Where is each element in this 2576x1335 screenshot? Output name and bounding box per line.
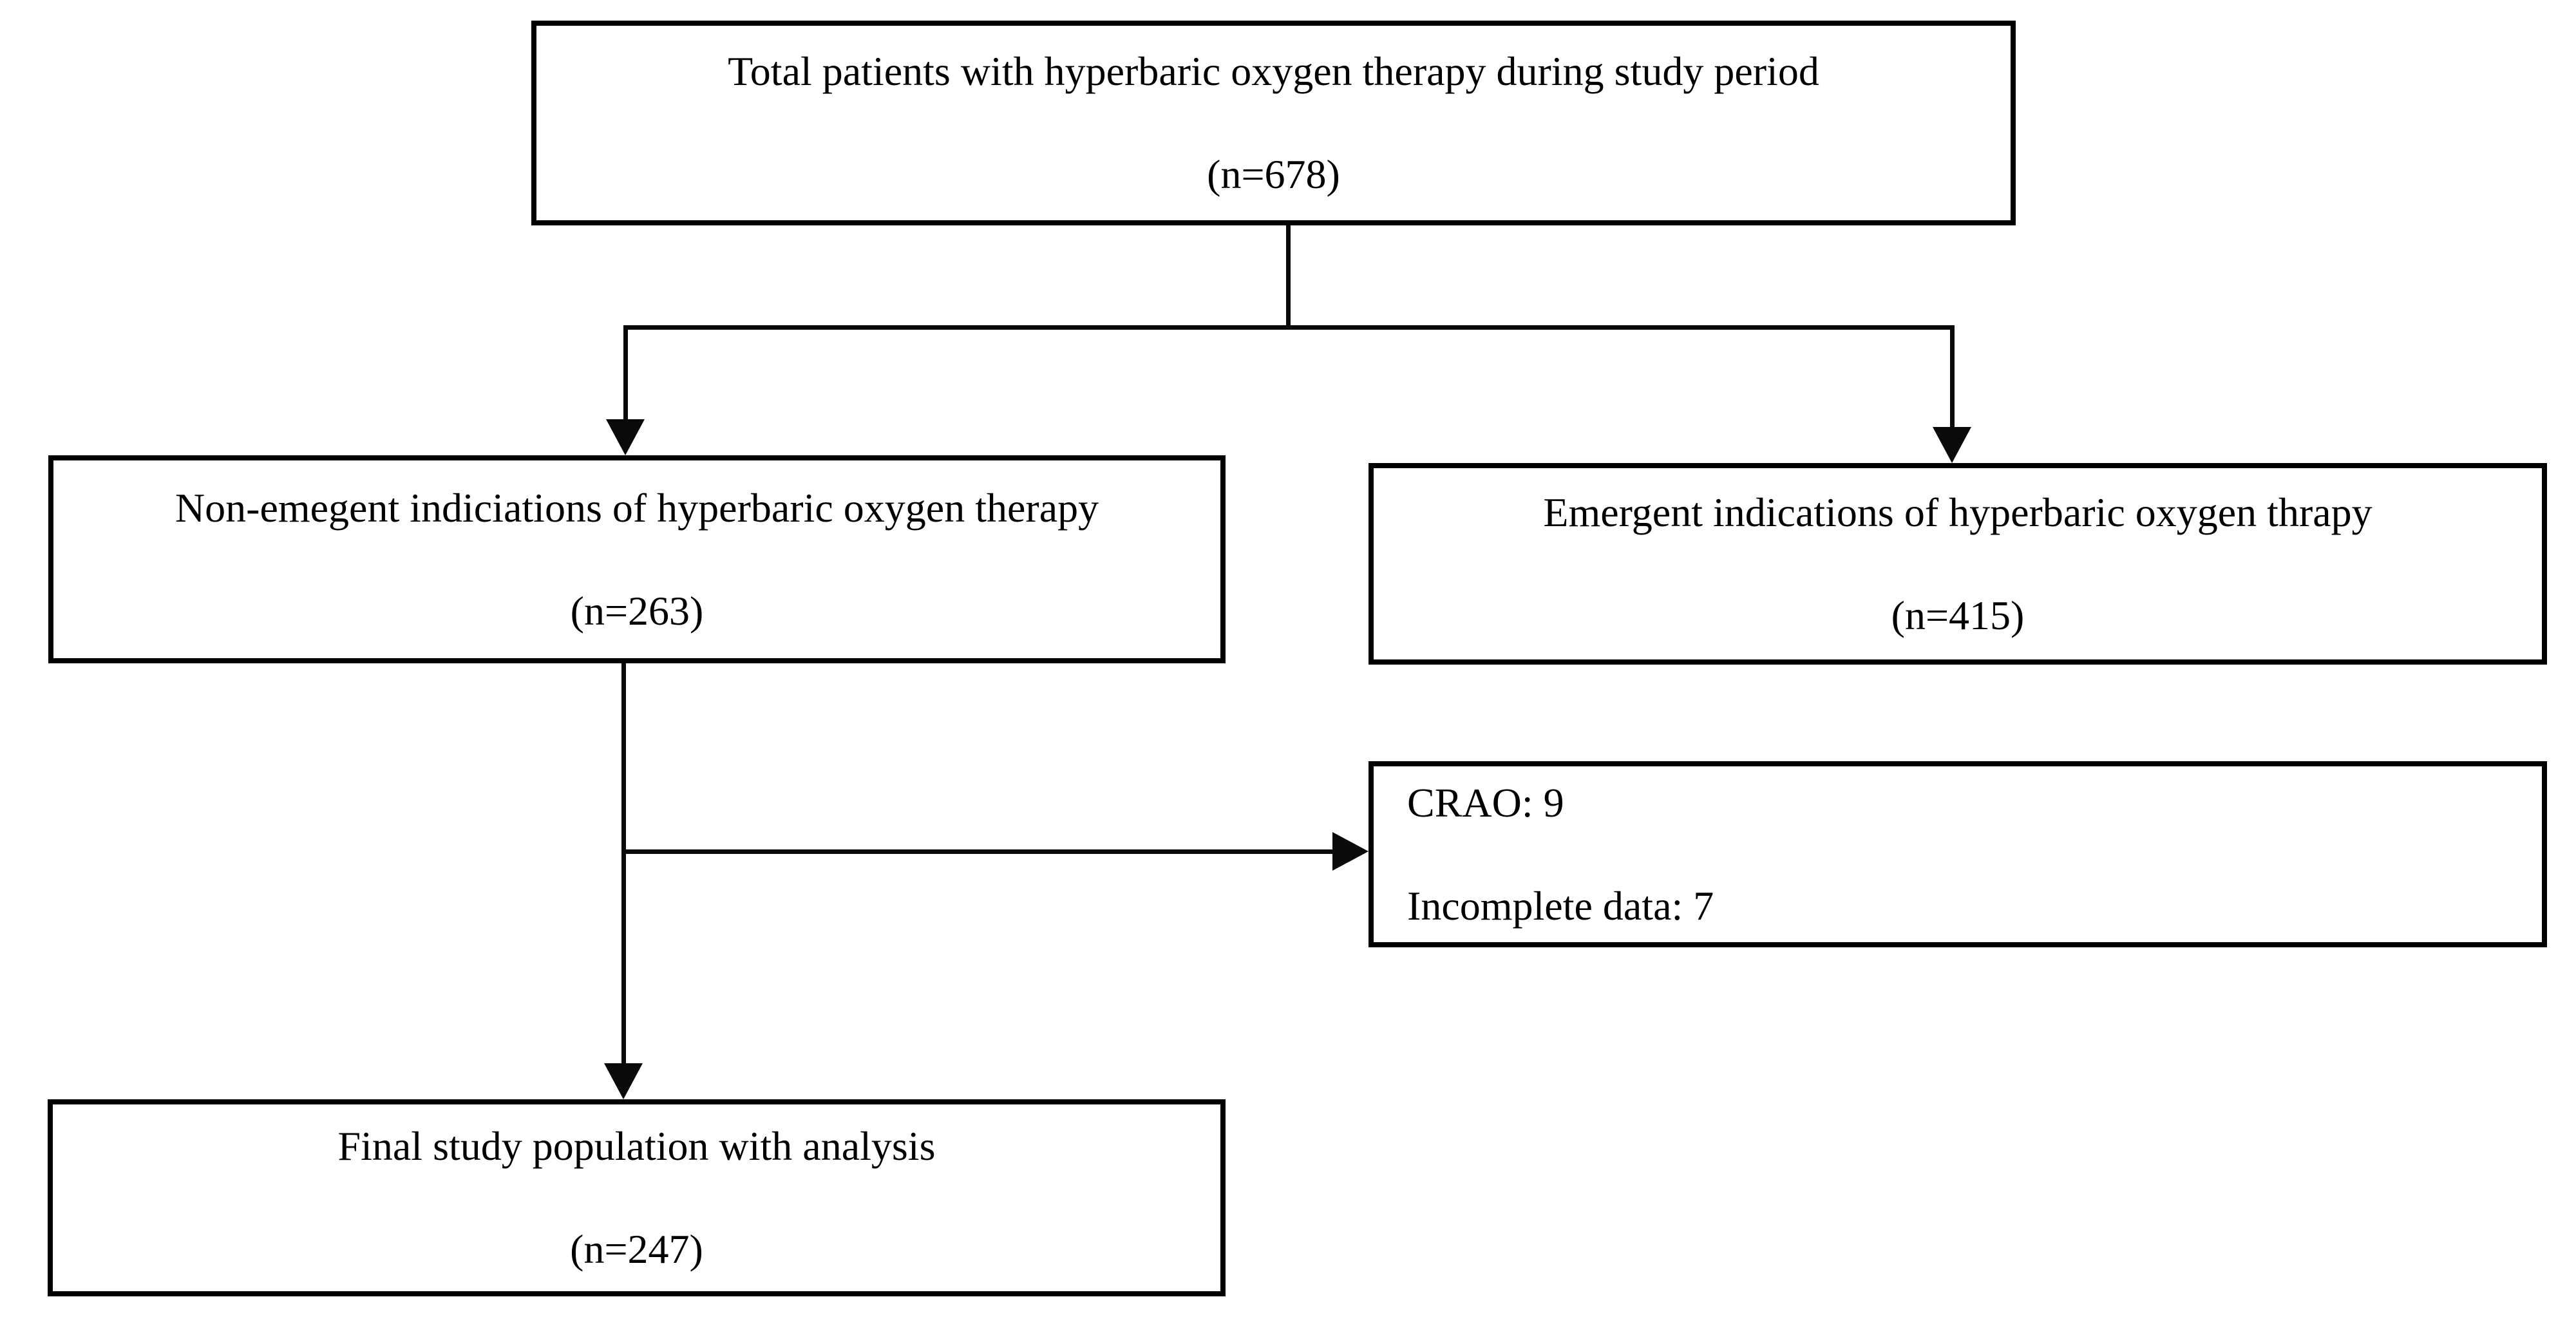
box-emergent-count: (n=415) — [1891, 592, 2025, 638]
arrowhead-non-emergent-icon — [606, 419, 645, 455]
box-emergent: Emergent indications of hyperbaric oxyge… — [1368, 463, 2547, 665]
connector-to-exclusions — [623, 849, 1334, 854]
box-non-emergent-count: (n=263) — [570, 587, 704, 634]
arrowhead-final-icon — [604, 1063, 643, 1099]
connector-total-stem — [1286, 225, 1291, 327]
connector-drop-emergent — [1950, 325, 1955, 431]
box-final-population-count: (n=247) — [570, 1226, 703, 1272]
connector-non-emergent-to-final — [621, 663, 626, 1066]
box-total-patients-label: Total patients with hyperbaric oxygen th… — [728, 48, 1819, 94]
connector-drop-non-emergent — [623, 325, 628, 423]
box-final-population-label: Final study population with analysis — [337, 1123, 936, 1169]
box-final-population: Final study population with analysis (n=… — [48, 1099, 1226, 1296]
box-exclusions: CRAO: 9 Incomplete data: 7 — [1368, 761, 2547, 947]
box-exclusions-incomplete: Incomplete data: 7 — [1407, 882, 1714, 929]
connector-branch-horizontal — [625, 325, 1955, 330]
box-exclusions-crao: CRAO: 9 — [1407, 779, 1564, 826]
arrowhead-emergent-icon — [1933, 427, 1971, 463]
arrowhead-exclusions-icon — [1332, 832, 1368, 871]
box-total-patients-count: (n=678) — [1207, 151, 1340, 197]
box-total-patients: Total patients with hyperbaric oxygen th… — [531, 21, 2016, 225]
box-non-emergent-label: Non-emegent indiciations of hyperbaric o… — [175, 484, 1099, 531]
box-emergent-label: Emergent indications of hyperbaric oxyge… — [1543, 489, 2372, 535]
box-non-emergent: Non-emegent indiciations of hyperbaric o… — [48, 455, 1226, 663]
